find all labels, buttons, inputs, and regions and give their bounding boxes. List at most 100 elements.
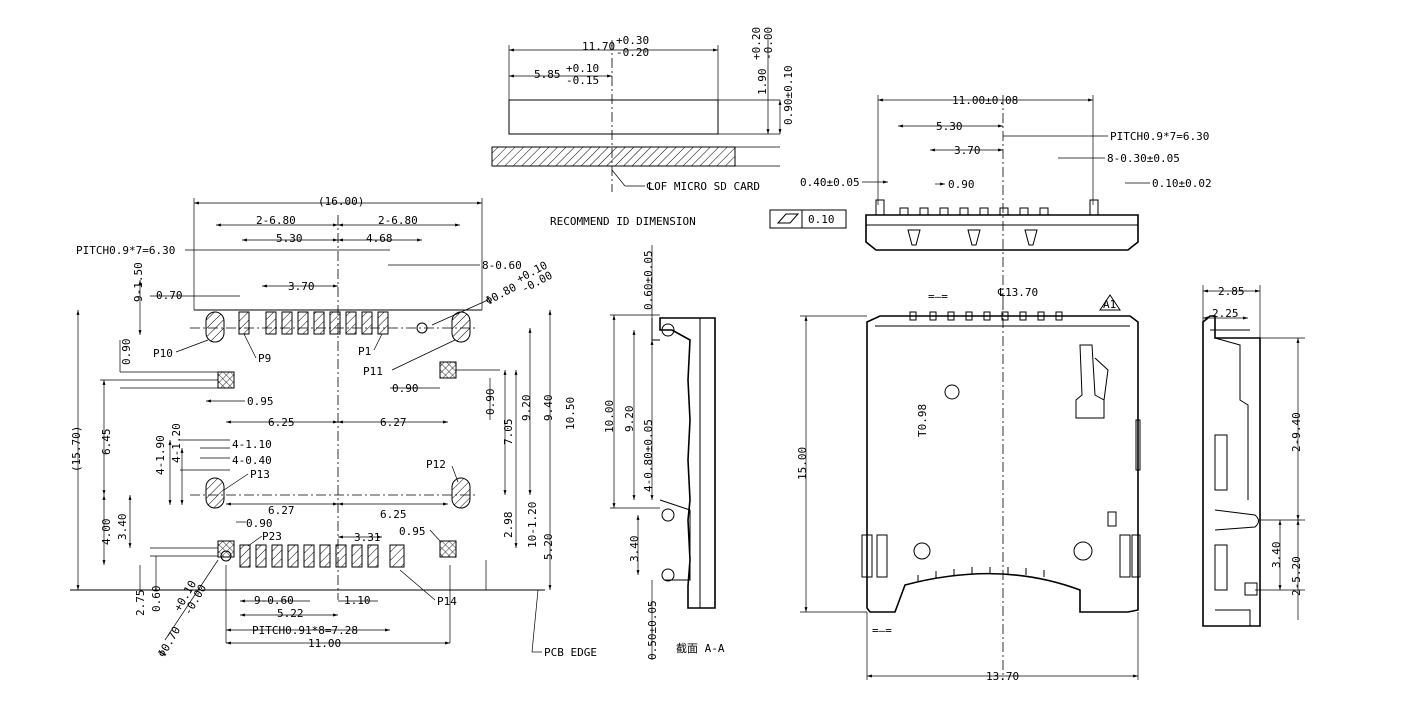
dim-3-40: 3.40 xyxy=(116,514,129,541)
section-label: 截面 A-A xyxy=(676,641,725,655)
dim-9-0-60: 9-0.60 xyxy=(254,594,294,607)
pcb-edge: PCB EDGE xyxy=(544,646,597,659)
pad-square xyxy=(439,540,457,558)
pad xyxy=(303,544,315,568)
dim-0-95-right: 0.95 xyxy=(399,525,426,538)
dim-2-85: 2.85 xyxy=(1218,285,1245,298)
dim-3-70: 3.70 xyxy=(288,280,315,293)
pad xyxy=(345,311,357,335)
pad-p9 xyxy=(238,311,250,335)
dim-0-90-left: 0.90 xyxy=(120,339,133,366)
dim-9-20: 9.20 xyxy=(623,406,636,433)
dim-0-90-small: 0.90 xyxy=(246,517,273,530)
dim-13-70: 13.70 xyxy=(986,670,1019,683)
slot-p13 xyxy=(205,477,225,509)
dim-6-45: 6.45 xyxy=(100,429,113,456)
dim-9-1-50: 9-1.50 xyxy=(132,262,145,302)
dim-10-1-20: 10-1.20 xyxy=(526,502,539,548)
pad xyxy=(329,311,341,335)
dim-4-68: 4.68 xyxy=(366,232,393,245)
dim-3-40: 3.40 xyxy=(1270,542,1283,569)
svg-text:=—=: =—= xyxy=(872,624,892,637)
slot-p11 xyxy=(451,311,471,343)
label-p13: P13 xyxy=(250,468,270,481)
svg-text:=—=: =—= xyxy=(928,290,948,303)
dim-2-6-80-right: 2-6.80 xyxy=(378,214,418,227)
dim-4-0-80: 4-0.80±0.05 xyxy=(642,419,655,492)
dim-6-25-top: 6.25 xyxy=(268,416,295,429)
dim-9-20: 9.20 xyxy=(520,395,533,422)
flatness-frame xyxy=(769,209,847,229)
pad xyxy=(351,544,363,568)
dim-0-60: 0.60±0.05 xyxy=(642,250,655,310)
dim-6-25-bottom: 6.25 xyxy=(380,508,407,521)
card-outline xyxy=(508,99,719,135)
pad xyxy=(313,311,325,335)
pad xyxy=(287,544,299,568)
dim-5-85: 5.85 xyxy=(534,68,561,81)
housing-outline xyxy=(866,315,1139,613)
dim-3-70: 3.70 xyxy=(954,144,981,157)
pad xyxy=(335,544,347,568)
dim-11-00: 11.00 xyxy=(308,637,341,650)
tol-plus: +0.30 xyxy=(616,34,649,47)
label-p12: P12 xyxy=(426,458,446,471)
dim-2-9-40: 2-9.40 xyxy=(1290,412,1303,452)
card-body-hatched xyxy=(491,146,736,167)
pad-square xyxy=(217,371,235,389)
overall-width: (16.00) xyxy=(318,195,364,208)
dim-15-70: (15.70) xyxy=(70,426,83,472)
rev-mark: A1 xyxy=(1103,298,1116,311)
pad xyxy=(265,311,277,335)
label-p9: P9 xyxy=(258,352,271,365)
pitch-bottom: PITCH0.91*8=7.28 xyxy=(252,624,358,637)
dim-0-60: 0.60 xyxy=(150,586,163,613)
side-outline xyxy=(1202,315,1261,627)
dim-1-10: 1.10 xyxy=(344,594,371,607)
slot-p10 xyxy=(205,311,225,343)
pad-p1 xyxy=(377,311,389,335)
tol-plus: +0.20 xyxy=(750,27,763,60)
dim-10-50: 10.50 xyxy=(564,397,577,430)
tol-minus: -0.00 xyxy=(762,27,775,60)
dim-11-00: 11.00±0.08 xyxy=(952,94,1018,107)
dim-5-30: 5.30 xyxy=(936,120,963,133)
label-p1: P1 xyxy=(358,345,371,358)
label-p10: P10 xyxy=(153,347,173,360)
flatness-value: 0.10 xyxy=(808,213,835,226)
label-p23: P23 xyxy=(262,530,282,543)
pad xyxy=(367,544,379,568)
dim-0-40: 0.40±0.05 xyxy=(800,176,860,189)
footprint-view: (16.00) 2-6.80 2-6.80 5.30 4.68 PITCH0.9… xyxy=(70,195,597,660)
dim-6-27-bottom: 6.27 xyxy=(268,504,295,517)
hole-small xyxy=(220,550,232,562)
flatness-icon xyxy=(776,213,800,224)
tol-minus: -0.20 xyxy=(616,46,649,59)
dim-7-05: 7.05 xyxy=(502,419,515,446)
pad xyxy=(281,311,293,335)
pad xyxy=(361,311,373,335)
dim-4-1-10: 4-1.10 xyxy=(232,438,272,451)
pitch: PITCH0.9*7=6.30 xyxy=(1110,130,1209,143)
center-label-13-70: ℄13.70 xyxy=(997,286,1038,299)
dim-6-27-top: 6.27 xyxy=(380,416,407,429)
hole-diameter: Φ0.80 xyxy=(483,281,518,308)
rev-triangle xyxy=(1099,294,1121,311)
pad-p23 xyxy=(239,544,251,568)
pad-square xyxy=(439,361,457,379)
tol-minus: -0.15 xyxy=(566,74,599,87)
dim-5-20: 5.20 xyxy=(542,534,555,561)
dim-1-90: 1.90 xyxy=(756,69,769,96)
label-p14: P14 xyxy=(437,595,457,608)
pitch-top: PITCH0.9*7=6.30 xyxy=(76,244,175,257)
dim-0-90: 0.90±0.10 xyxy=(782,65,795,125)
pad xyxy=(271,544,283,568)
dim-4-0-40: 4-0.40 xyxy=(232,454,272,467)
section-view: 10.00 9.20 4-0.80±0.05 0.60±0.05 3.40 0.… xyxy=(603,245,725,660)
part-marking: T0.98 xyxy=(916,404,929,437)
dim-4-00: 4.00 xyxy=(100,519,113,546)
dim-2-75: 2.75 xyxy=(134,590,147,617)
dim-2-6-80-left: 2-6.80 xyxy=(256,214,296,227)
pad xyxy=(319,544,331,568)
